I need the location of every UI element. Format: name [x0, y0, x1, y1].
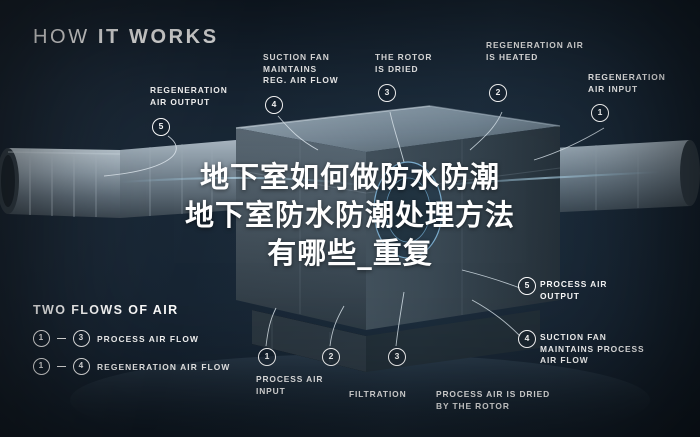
- title-it-works: IT WORKS: [97, 26, 219, 48]
- overlay-line-1: 地下室如何做防水防潮: [199, 160, 500, 194]
- callout-num-2-top: 2: [489, 84, 507, 102]
- callout-num-4-bottom: 4: [518, 330, 536, 348]
- legend-label-process-air-flow: PROCESS AIR FLOW: [97, 333, 199, 344]
- left-duct: [0, 148, 121, 218]
- overlay-headline: 地下室如何做防水防潮 地下室防水防潮处理方法 有哪些_重复: [0, 158, 700, 272]
- callout-num-3-bottom: 3: [388, 348, 406, 366]
- page-title: HOW IT WORKS: [33, 26, 219, 49]
- callout-label-regeneration-air-output: REGENERATION AIR OUTPUT: [150, 85, 228, 107]
- callout-label-process-air-output: PROCESS AIR OUTPUT: [540, 279, 608, 301]
- callout-num-1-top: 1: [591, 104, 609, 122]
- legend-num-to-4: 4: [73, 358, 90, 375]
- legend-num-to-3: 3: [73, 330, 90, 347]
- callout-num-3-top: 3: [378, 84, 396, 102]
- leader-lines: [103, 111, 605, 347]
- title-how: HOW: [33, 26, 98, 48]
- legend-num-from-1: 1: [33, 330, 50, 347]
- callout-label-process-air-input: PROCESS AIR INPUT: [256, 374, 324, 396]
- callout-label-suction-fan-process: SUCTION FAN MAINTAINS PROCESS AIR FLOW: [540, 332, 645, 365]
- legend-dash-2: [57, 366, 66, 367]
- callout-label-filtration: FILTRATION: [349, 389, 407, 399]
- callout-num-5-bottom: 5: [518, 277, 536, 295]
- callout-num-1-bottom: 1: [258, 348, 276, 366]
- callout-label-rotor-dried: THE ROTOR IS DRIED: [375, 52, 433, 74]
- callout-label-reg-air-heated: REGENERATION AIR IS HEATED: [486, 40, 584, 62]
- callout-label-process-air-dried: PROCESS AIR IS DRIED BY THE ROTOR: [436, 389, 551, 411]
- callout-label-suction-fan-reg: SUCTION FAN MAINTAINS REG. AIR FLOW: [263, 52, 339, 85]
- rotor: [373, 161, 443, 259]
- overlay-line-2: 地下室防水防潮处理方法: [184, 198, 515, 232]
- airflow-glow: [119, 171, 661, 187]
- callout-num-5-top: 5: [152, 118, 170, 136]
- legend-row-regeneration-air-flow: 1 4 REGENERATION AIR FLOW: [33, 358, 230, 375]
- legend-num-from-1b: 1: [33, 358, 50, 375]
- legend-title: TWO FLOWS OF AIR: [33, 303, 179, 317]
- legend-row-process-air-flow: 1 3 PROCESS AIR FLOW: [33, 330, 199, 347]
- callout-num-2-bottom: 2: [322, 348, 340, 366]
- legend-dash-1: [57, 338, 66, 339]
- callout-num-4-top: 4: [265, 96, 283, 114]
- overlay-line-3: 有哪些_重复: [267, 236, 433, 270]
- legend-label-regeneration-air-flow: REGENERATION AIR FLOW: [97, 361, 231, 372]
- callout-label-reg-air-input: REGENERATION AIR INPUT: [588, 72, 666, 94]
